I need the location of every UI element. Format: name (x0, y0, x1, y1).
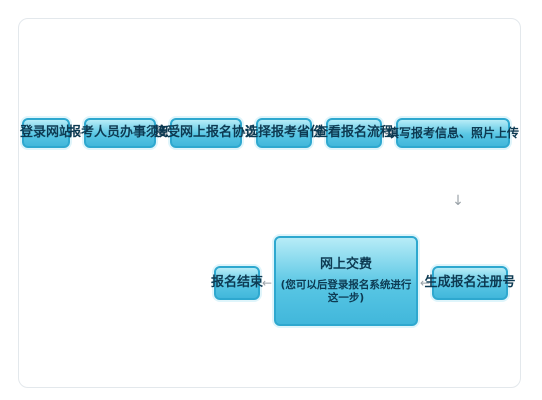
step-registration-complete: 报名结束 (211, 266, 263, 300)
arrow-right-icon: → (313, 126, 325, 140)
arrow-down-icon: ↓ (452, 193, 464, 209)
step-view-process: 查看报名流程 (315, 118, 393, 148)
step-login-website: 登录网站 (20, 118, 72, 148)
arrow-left-icon: ← (419, 276, 431, 290)
payment-note: (您可以后登录报名系统进行这一步) (280, 279, 412, 305)
arrow-left-icon: ← (261, 276, 273, 290)
step-choose-province: 选择报考省份 (245, 118, 323, 148)
step-accept-agreement: 接受网上报名协议 (154, 118, 258, 148)
arrow-right-icon: → (157, 126, 169, 140)
step-fill-info-upload-photo: 填写报考信息、照片上传 (387, 118, 519, 148)
payment-title: 网上交费 (319, 256, 372, 272)
step-online-payment: 网上交费 (您可以后登录报名系统进行这一步) (274, 236, 418, 326)
step-generate-registration-number: 生成报名注册号 (425, 266, 516, 300)
step-applicant-guidelines: 报考人员办事须知 (68, 118, 172, 148)
arrow-right-icon: → (383, 126, 395, 140)
arrow-right-icon: → (243, 126, 255, 140)
flowchart-panel (18, 18, 521, 388)
arrow-right-icon: → (71, 126, 83, 140)
